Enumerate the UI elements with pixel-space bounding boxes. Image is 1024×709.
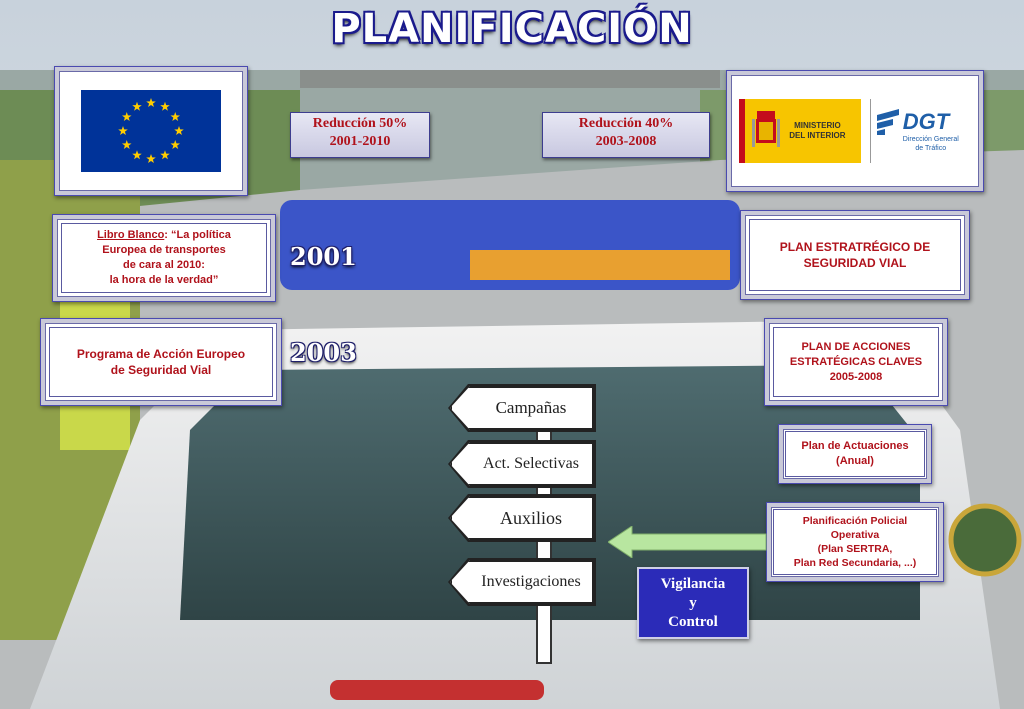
sign-auxilios: Auxilios — [450, 496, 594, 540]
vigilancia-control-box: Vigilancia y Control — [637, 567, 749, 639]
plan-acciones-box: PLAN DE ACCIONES ESTRATÉGICAS CLAVES 200… — [764, 318, 948, 406]
coat-of-arms-crown — [757, 111, 776, 119]
target-2001-2010: Reducción 50% 2001-2010 — [290, 112, 430, 158]
star-icon — [160, 101, 170, 111]
libro-blanco-link[interactable]: Libro Blanco — [97, 229, 165, 241]
year-2003: 2003 — [290, 338, 357, 367]
dgt-line2: de Tráfico — [915, 145, 947, 152]
plan-actuaciones-box: Plan de Actuaciones (Anual) — [778, 424, 932, 484]
libro-blanco-line2: Europea de transportes — [102, 244, 226, 256]
dgt-logo: DGT Dirección General de Tráfico — [869, 99, 971, 163]
planificacion-policial-box: Planificación Policial Operativa (Plan S… — [766, 502, 944, 582]
star-icon — [170, 140, 180, 150]
target-period: 2003-2008 — [595, 134, 657, 149]
arrow-left-icon — [608, 526, 767, 558]
star-icon — [122, 112, 132, 122]
star-icon — [146, 154, 156, 164]
planificacion-line2: Operativa — [830, 529, 880, 541]
year-2001: 2001 — [290, 242, 357, 271]
target-period: 2001-2010 — [329, 134, 391, 149]
plan-acciones-line3: 2005-2008 — [829, 370, 883, 383]
plan-actuaciones-line1: Plan de Actuaciones — [801, 440, 909, 452]
planificacion-line4: Plan Red Secundaria, ...) — [793, 557, 917, 569]
plan-acciones-line1: PLAN DE ACCIONES — [801, 340, 911, 353]
sign-investigaciones: Investigaciones — [450, 560, 594, 604]
dgt-emblem-middle — [876, 119, 893, 129]
ministry-dgt-logo-panel: MINISTERIO DEL INTERIOR DGT Dirección Ge… — [726, 70, 984, 192]
target-label: Reducción 50% — [312, 116, 408, 131]
planificacion-line1: Planificación Policial — [802, 515, 908, 527]
vigilancia-line1: Vigilancia — [660, 576, 726, 592]
target-label: Reducción 40% — [578, 116, 674, 131]
star-icon — [132, 101, 142, 111]
dgt-emblem-icon — [876, 109, 899, 135]
sign-campanas: Campañas — [450, 386, 594, 430]
plan-actuaciones-line2: (Anual) — [836, 455, 874, 467]
eu-stars — [118, 98, 184, 164]
star-icon — [174, 126, 184, 136]
star-icon — [118, 126, 128, 136]
libro-blanco-box: Libro Blanco: “La política Europea de tr… — [52, 214, 276, 302]
libro-blanco-line3: de cara al 2010: — [123, 259, 205, 271]
libro-blanco-line1: : “La política — [164, 229, 231, 241]
ministry-line1: MINISTERIO — [794, 121, 841, 130]
star-icon — [146, 98, 156, 108]
star-icon — [132, 150, 142, 160]
programa-line1: Programa de Acción Europeo — [76, 347, 246, 361]
planificacion-line3: (Plan SERTRA, — [817, 543, 893, 555]
vigilancia-line2: y — [689, 595, 697, 611]
dgt-line1: Dirección General — [902, 136, 959, 143]
sign-act-selectivas: Act. Selectivas — [450, 442, 594, 486]
coat-of-arms-quarter — [759, 122, 774, 140]
spain-coat-of-arms-icon — [752, 111, 781, 147]
star-icon — [170, 112, 180, 122]
coat-of-arms-pillar-right — [777, 119, 781, 147]
plan-estrategico-box: PLAN ESTRATRÉGICO DE SEGURIDAD VIAL — [740, 210, 970, 300]
ministry-logo: MINISTERIO DEL INTERIOR — [739, 99, 862, 163]
dgt-emblem-bottom — [876, 129, 885, 135]
ministry-line2: DEL INTERIOR — [789, 131, 846, 140]
dgt-name: DGT — [902, 109, 950, 134]
plan-acciones-line2: ESTRATÉGICAS CLAVES — [789, 355, 923, 368]
plan-estrategico-line1: PLAN ESTRATRÉGICO DE — [779, 240, 931, 254]
coat-of-arms-pillar-left — [752, 119, 756, 147]
programa-line2: de Seguridad Vial — [110, 363, 212, 377]
eu-flag-panel — [54, 66, 248, 196]
dgt-emblem-top — [876, 109, 899, 121]
page-title: PLANIFICACIÓN — [331, 6, 693, 52]
programa-accion-box: Programa de Acción Europeo de Seguridad … — [40, 318, 282, 406]
eu-flag-icon — [81, 90, 221, 172]
plan-estrategico-line2: SEGURIDAD VIAL — [803, 256, 907, 270]
target-2003-2008: Reducción 40% 2003-2008 — [542, 112, 710, 158]
star-icon — [160, 150, 170, 160]
libro-blanco-line4: la hora de la verdad” — [109, 274, 219, 286]
arrow-shape — [608, 526, 767, 558]
vigilancia-line3: Control — [668, 614, 718, 630]
star-icon — [122, 140, 132, 150]
